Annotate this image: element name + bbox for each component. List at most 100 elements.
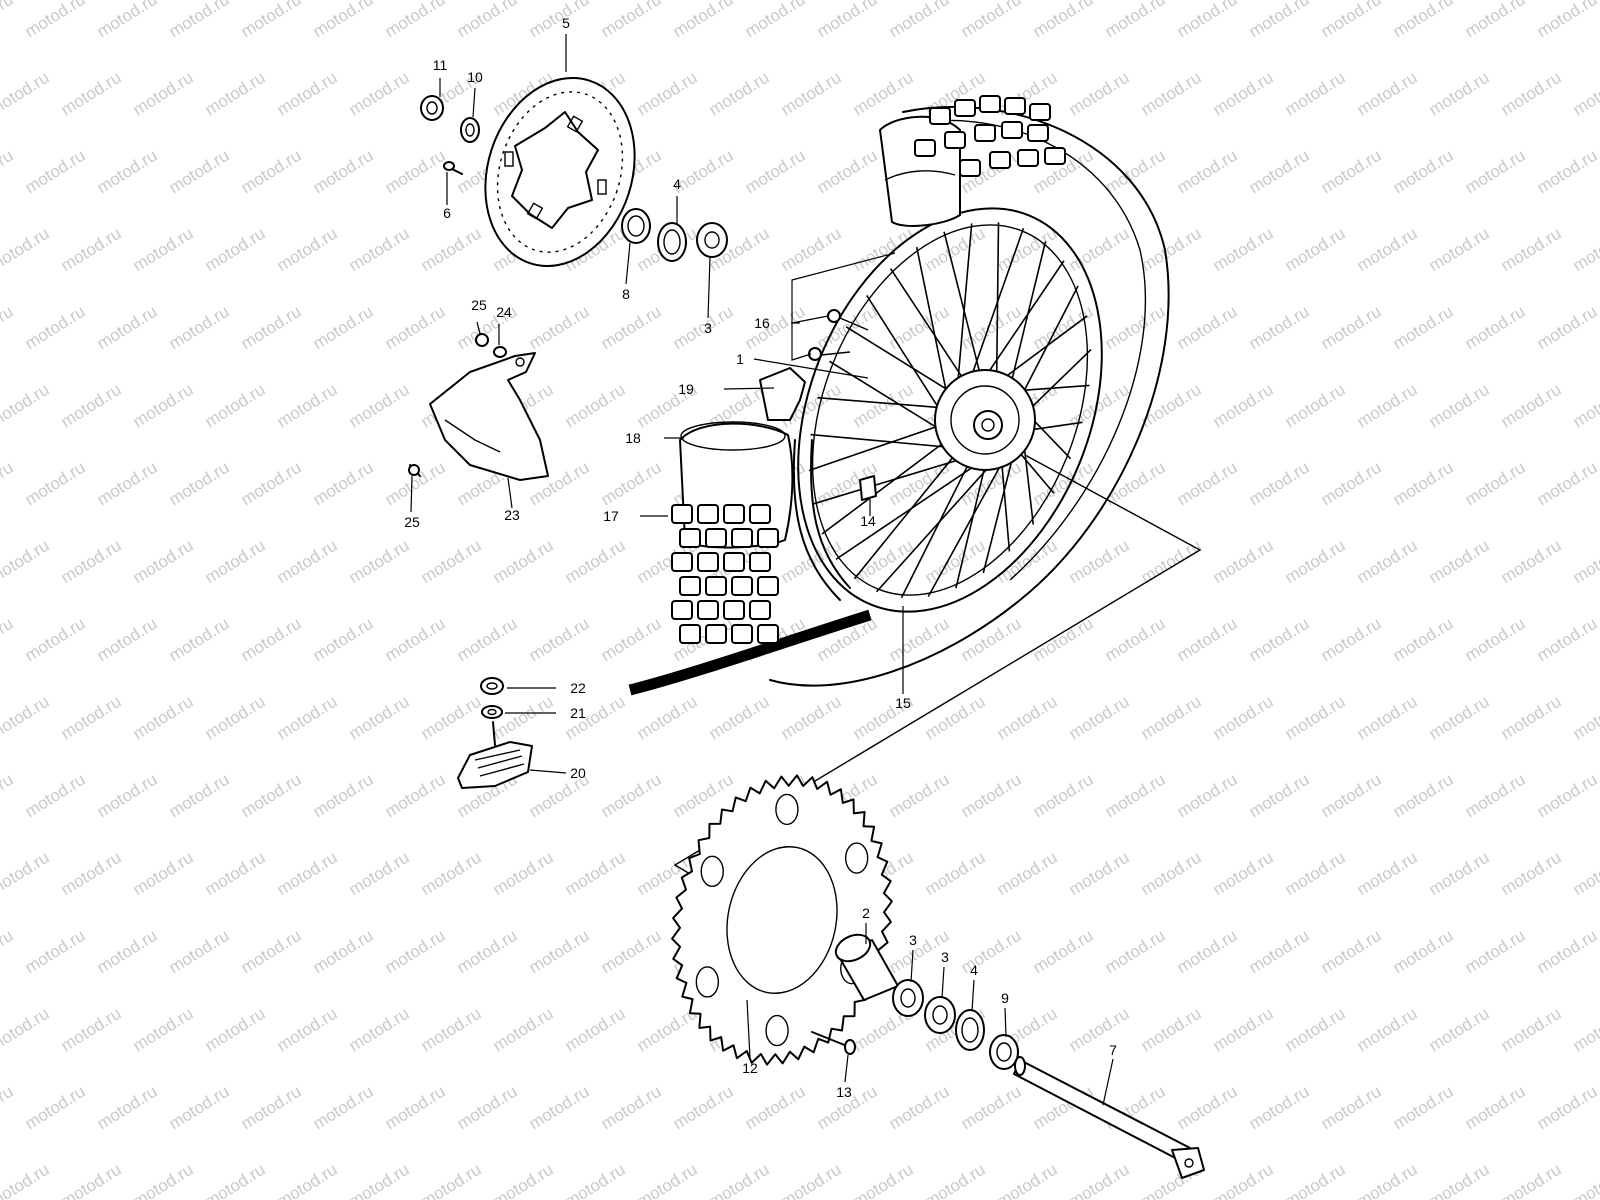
watermark-text: motod.ru — [346, 380, 413, 432]
watermark-text: motod.ru — [562, 1160, 629, 1200]
watermark-text: motod.ru — [454, 614, 521, 666]
watermark-text: motod.ru — [1462, 1082, 1529, 1134]
spoke — [810, 433, 964, 450]
watermark-text: motod.ru — [1210, 1160, 1277, 1200]
watermark-text: motod.ru — [526, 1082, 593, 1134]
watermark-text: motod.ru — [58, 692, 125, 744]
watermark-text: motod.ru — [58, 536, 125, 588]
tread-knob — [671, 504, 693, 524]
watermark-text: motod.ru — [238, 146, 305, 198]
oil-seal-lower — [955, 1009, 985, 1051]
bearing-upper — [696, 222, 728, 258]
watermark-text: motod.ru — [274, 1004, 341, 1056]
tread-knob — [671, 600, 693, 620]
watermark-text: motod.ru — [22, 770, 89, 822]
watermark-text: motod.ru — [0, 1160, 53, 1200]
watermark-text: motod.ru — [166, 302, 233, 354]
watermark-text: motod.ru — [598, 0, 665, 41]
tread-knob — [757, 624, 779, 644]
spoke — [853, 446, 962, 580]
tread-knob — [723, 600, 745, 620]
watermark-text: motod.ru — [166, 0, 233, 41]
watermark-text: motod.ru — [22, 146, 89, 198]
watermark-text: motod.ru — [382, 302, 449, 354]
tire-knob — [979, 95, 1001, 113]
watermark-text: motod.ru — [1282, 380, 1349, 432]
watermark-text: motod.ru — [1210, 224, 1277, 276]
tire-knob — [944, 131, 966, 149]
watermark-text: motod.ru — [94, 614, 161, 666]
watermark-text: motod.ru — [1534, 146, 1600, 198]
watermark-text: motod.ru — [58, 848, 125, 900]
watermark-text: motod.ru — [166, 614, 233, 666]
watermark-text: motod.ru — [1318, 926, 1385, 978]
watermark-text: motod.ru — [166, 926, 233, 978]
watermark-text: motod.ru — [1066, 1160, 1133, 1200]
tread-knob — [731, 528, 753, 548]
watermark-text: motod.ru — [886, 614, 953, 666]
rim-lock-nut — [480, 677, 504, 695]
watermark-text: motod.ru — [1354, 68, 1421, 120]
watermark-text: motod.ru — [22, 458, 89, 510]
watermark-text: motod.ru — [166, 1082, 233, 1134]
callout-9: 9 — [1001, 990, 1009, 1006]
watermark-text: motod.ru — [1282, 68, 1349, 120]
watermark-text: motod.ru — [1246, 0, 1313, 41]
rim-band — [759, 367, 806, 421]
watermark-text: motod.ru — [1390, 926, 1457, 978]
watermark-text: motod.ru — [94, 926, 161, 978]
watermark-text: motod.ru — [1534, 0, 1600, 41]
watermark-text: motod.ru — [1066, 68, 1133, 120]
bearing-lower-1 — [892, 979, 924, 1017]
callout-8: 8 — [622, 286, 630, 302]
watermark-text: motod.ru — [1390, 458, 1457, 510]
watermark-text: motod.ru — [130, 380, 197, 432]
watermark-text: motod.ru — [526, 0, 593, 41]
watermark-text: motod.ru — [670, 0, 737, 41]
watermark-text: motod.ru — [1390, 302, 1457, 354]
watermark-text: motod.ru — [526, 302, 593, 354]
watermark-text: motod.ru — [1426, 1160, 1493, 1200]
watermark-text: motod.ru — [22, 614, 89, 666]
watermark-text: motod.ru — [1534, 458, 1600, 510]
watermark-text: motod.ru — [454, 1082, 521, 1134]
watermark-text: motod.ru — [1066, 1004, 1133, 1056]
watermark-text: motod.ru — [1354, 224, 1421, 276]
watermark-text: motod.ru — [1246, 926, 1313, 978]
watermark-text: motod.ru — [1318, 1082, 1385, 1134]
watermark-text: motod.ru — [1534, 614, 1600, 666]
watermark-text: motod.ru — [1318, 770, 1385, 822]
watermark-text: motod.ru — [346, 848, 413, 900]
sprocket-hole — [695, 966, 720, 998]
watermark-text: motod.ru — [922, 536, 989, 588]
watermark-text: motod.ru — [310, 302, 377, 354]
watermark-text: motod.ru — [1138, 536, 1205, 588]
watermark-text: motod.ru — [130, 848, 197, 900]
watermark-text: motod.ru — [1246, 614, 1313, 666]
watermark-text: motod.ru — [94, 0, 161, 41]
watermark-text: motod.ru — [778, 1160, 845, 1200]
watermark-text: motod.ru — [1570, 380, 1600, 432]
watermark-text: motod.ru — [1570, 692, 1600, 744]
watermark-text: motod.ru — [1570, 536, 1600, 588]
watermark-text: motod.ru — [598, 458, 665, 510]
watermark-text: motod.ru — [958, 770, 1025, 822]
tread-knob — [705, 576, 727, 596]
watermark-text: motod.ru — [274, 536, 341, 588]
watermark-text: motod.ru — [1138, 224, 1205, 276]
disc-bolt — [443, 161, 463, 175]
watermark-text: motod.ru — [94, 1082, 161, 1134]
watermark-text: motod.ru — [94, 770, 161, 822]
watermark-text: motod.ru — [1390, 614, 1457, 666]
watermark-text: motod.ru — [1138, 848, 1205, 900]
watermark-text: motod.ru — [1030, 614, 1097, 666]
watermark-text: motod.ru — [1066, 848, 1133, 900]
watermark-text: motod.ru — [1210, 1004, 1277, 1056]
spoke — [875, 450, 1004, 593]
watermark-text: motod.ru — [1462, 926, 1529, 978]
spoke — [943, 231, 984, 385]
watermark-text: motod.ru — [742, 146, 809, 198]
watermark-text: motod.ru — [1210, 536, 1277, 588]
watermark-text: motod.ru — [1534, 302, 1600, 354]
